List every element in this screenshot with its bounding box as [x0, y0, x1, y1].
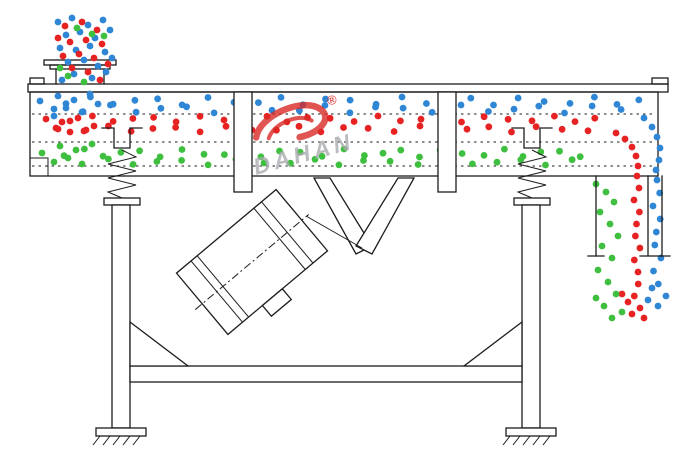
particles-bottom-deck-green-row2 [50, 155, 576, 169]
particles-feed-green [56, 24, 108, 86]
particles-red-drop [630, 172, 644, 300]
particles-inlet-mix-green [56, 140, 96, 162]
particles-feed-blue [54, 14, 116, 84]
support-leg-right [502, 204, 557, 446]
registered-mark: ® [325, 91, 339, 108]
feed-inlet [43, 59, 117, 85]
particles-red-turn [612, 129, 642, 170]
particles-top-deck-blue-row2 [50, 101, 625, 117]
particles-blue-out [644, 284, 670, 310]
particles-red-out [618, 290, 648, 322]
brand-logo-swirl [252, 101, 329, 141]
top-cover [27, 77, 669, 93]
particles-feed-red [54, 18, 112, 84]
particles-blue-turn [640, 114, 664, 174]
cross-beam [129, 365, 523, 383]
particles-green-out [592, 180, 626, 322]
particles-mid-deck-red-row2 [54, 122, 592, 136]
discharge-chute [587, 175, 671, 257]
spring-right [511, 127, 553, 206]
particles-top-deck-blue-row1 [36, 93, 643, 109]
spring-left [101, 127, 143, 206]
vibration-motor [175, 188, 329, 336]
gusset-right [462, 320, 523, 367]
motor-bracket [305, 177, 416, 255]
gusset-left [129, 320, 190, 367]
brand-logo-swirl-inner [266, 115, 314, 141]
support-leg-left [92, 204, 147, 446]
hanger-plate-right [437, 91, 457, 193]
hanger-plate-left [233, 91, 253, 193]
particles-bottom-deck-green-row1 [38, 145, 584, 161]
particles-layer [36, 14, 670, 322]
